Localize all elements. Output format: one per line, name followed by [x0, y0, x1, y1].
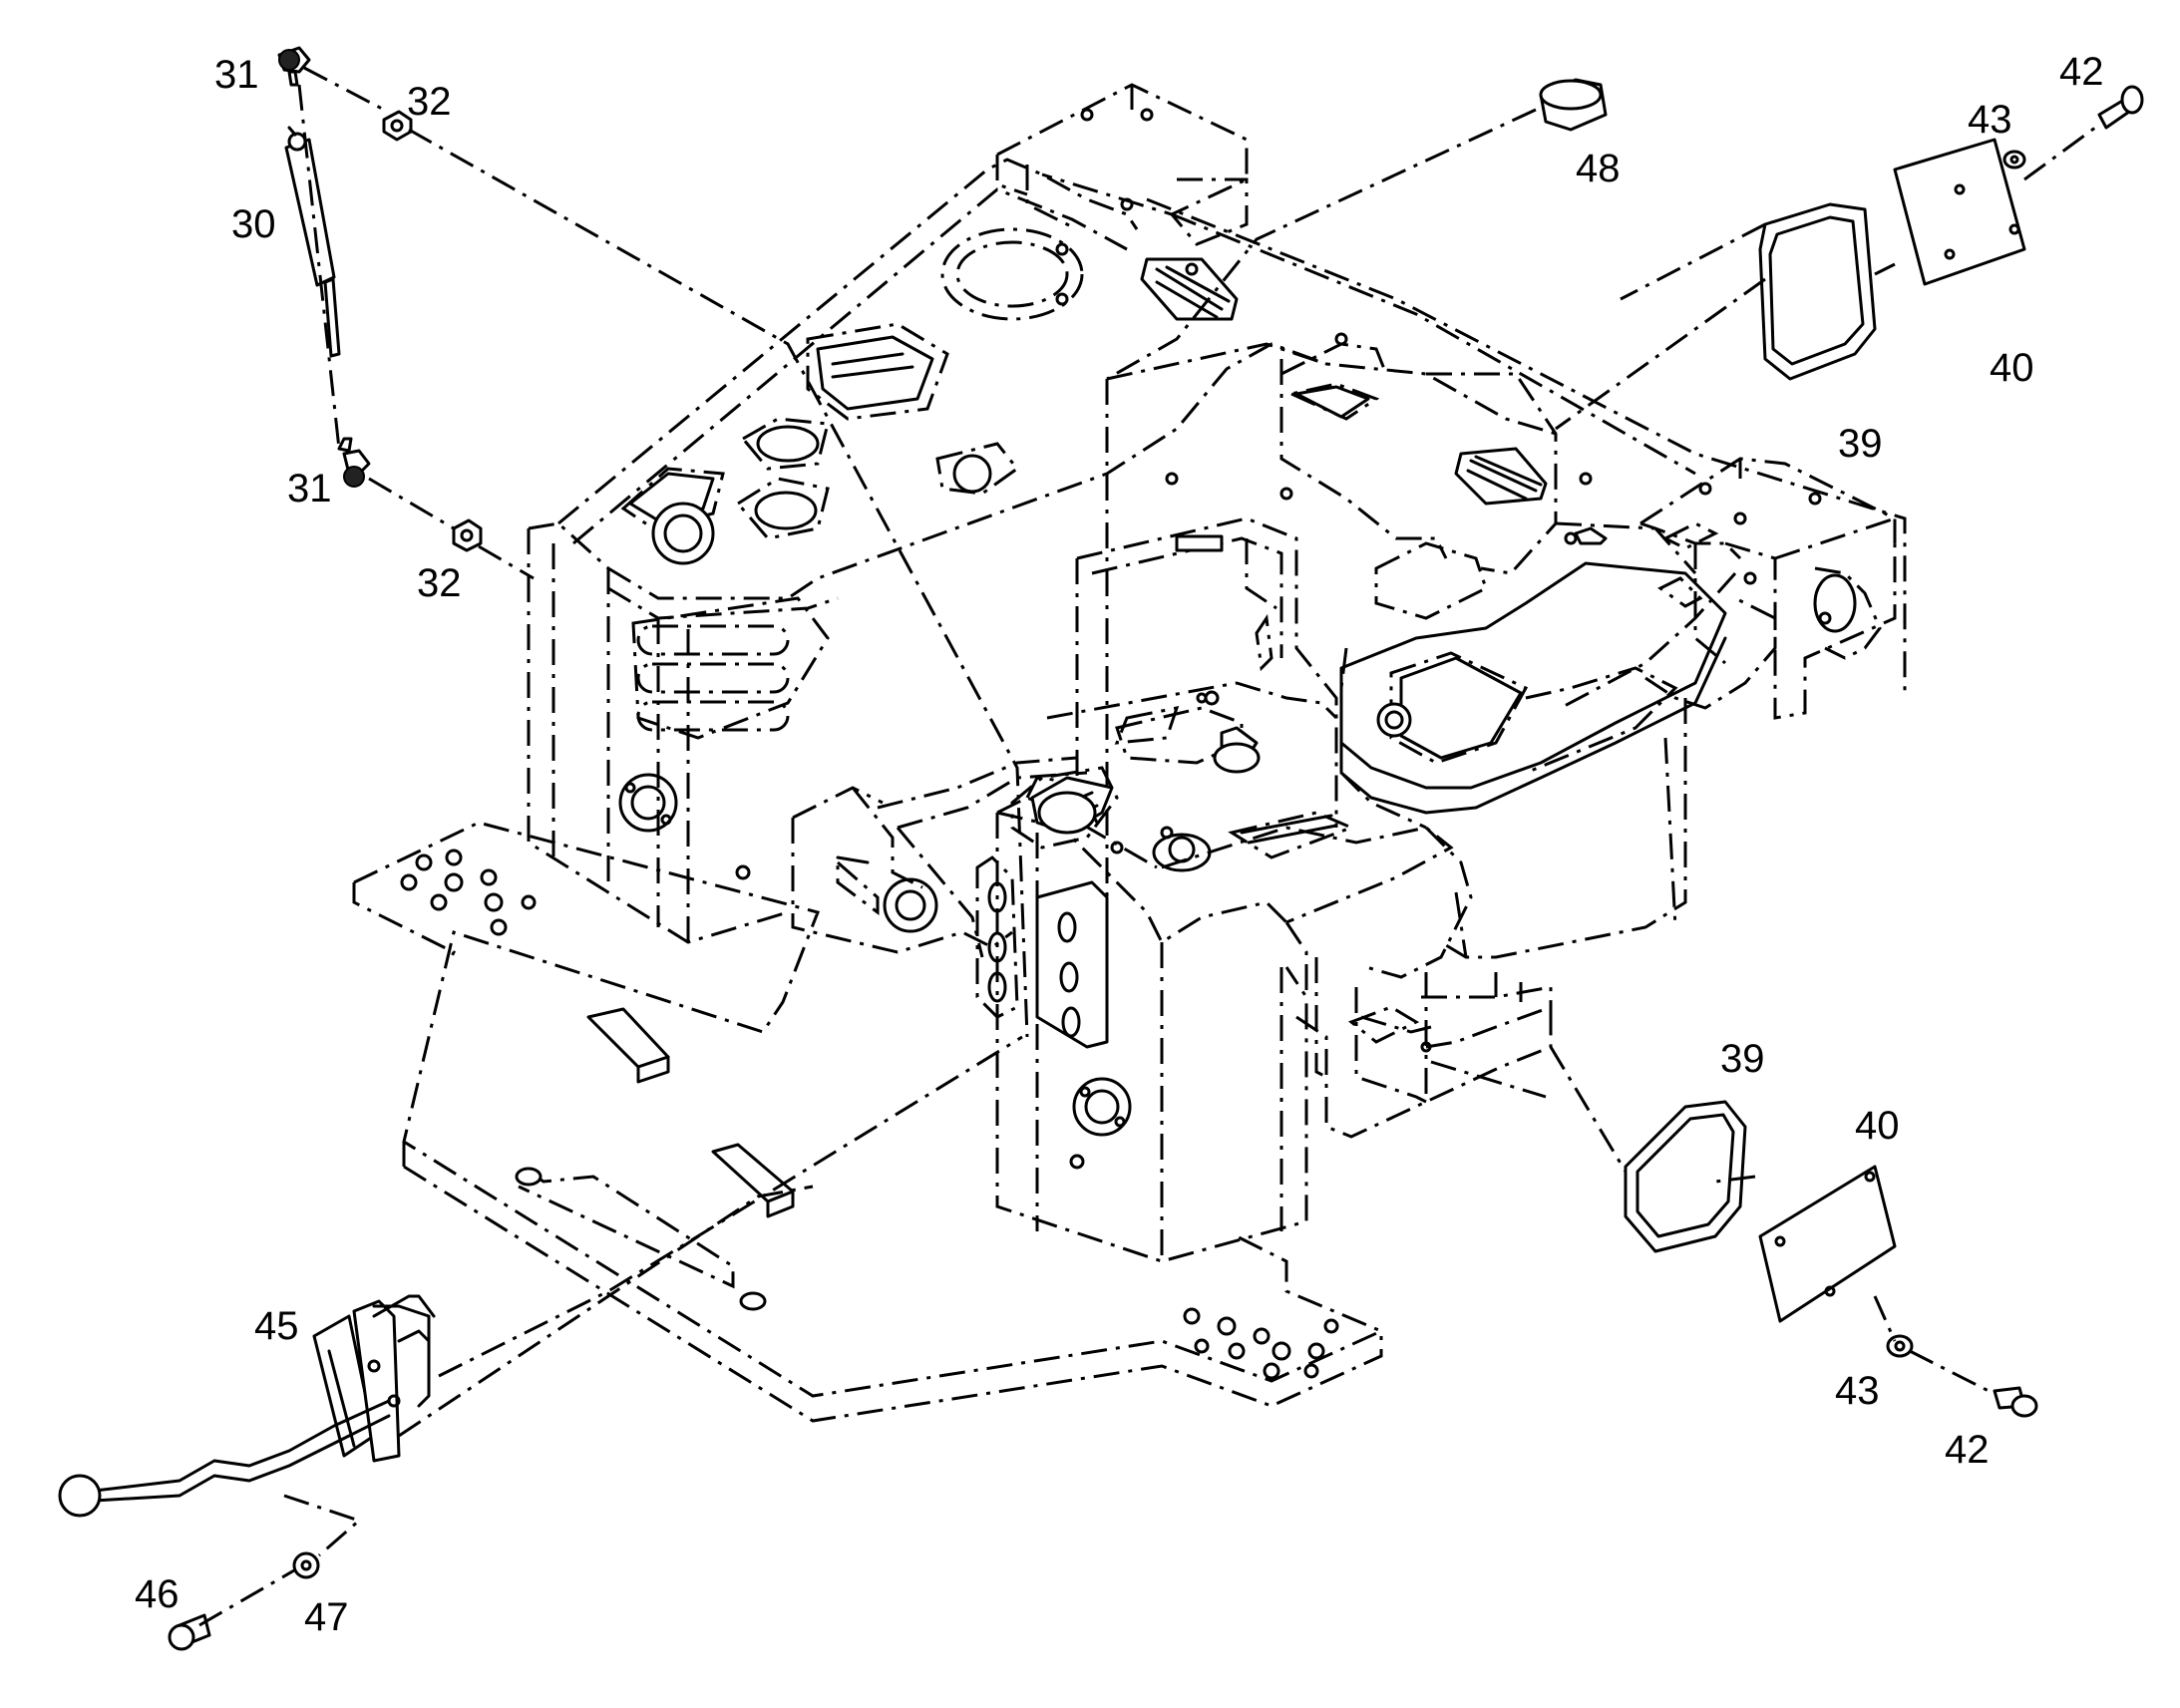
right-tower [975, 766, 1473, 1263]
callout-39-upper: 39 [1838, 422, 1883, 466]
callout-39-lower: 39 [1720, 1037, 1765, 1081]
cover-assembly-lower [1624, 1100, 1897, 1323]
callout-43-upper: 43 [1968, 98, 2012, 142]
screw-washer-lower [1886, 1334, 2038, 1418]
nut-part-32 [382, 110, 483, 552]
screw-washer-upper [2002, 85, 2144, 170]
plug-part-48 [1539, 78, 1608, 132]
callout-30: 30 [231, 202, 276, 246]
floor-plate [352, 821, 1385, 1423]
callout-labels: 31 32 30 31 32 48 42 43 40 39 39 40 43 4… [135, 50, 2104, 1639]
cover-assembly-upper [1758, 138, 2026, 381]
callout-42-upper: 42 [2059, 50, 2104, 94]
throttle-lever-part-45 [58, 1294, 436, 1518]
callout-40-lower: 40 [1855, 1104, 1900, 1148]
bolt-washer-part-46-47 [168, 1551, 320, 1651]
ball-joint-part-31 [277, 46, 371, 488]
callout-32-lower: 32 [417, 561, 462, 605]
callout-48: 48 [1576, 147, 1621, 190]
callout-42-lower: 42 [1945, 1428, 1990, 1472]
callout-43-lower: 43 [1835, 1369, 1880, 1413]
callout-45: 45 [254, 1304, 299, 1348]
gas-strut-part-30 [284, 126, 341, 358]
left-tower [527, 83, 1327, 944]
callout-40-upper: 40 [1990, 346, 2034, 390]
callout-31-upper: 31 [214, 53, 259, 97]
main-frame [791, 197, 1907, 1037]
assembly-lines [198, 66, 2100, 1627]
callout-47: 47 [304, 1595, 349, 1639]
callout-32-upper: 32 [407, 80, 452, 124]
right-end-block [1639, 457, 1897, 720]
callout-46: 46 [135, 1572, 180, 1616]
battery-tray [1279, 332, 1727, 830]
callout-31-lower: 31 [287, 467, 332, 511]
